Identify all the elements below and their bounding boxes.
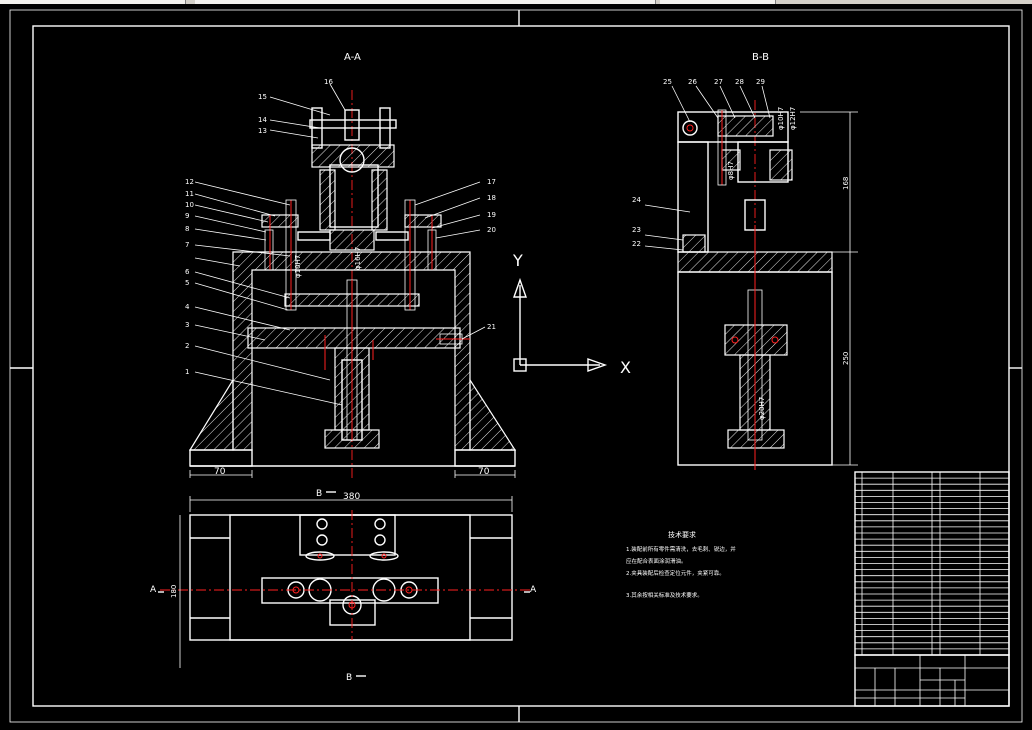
svg-text:φ12H7: φ12H7 [789,107,797,130]
section-mark-a-right: A [530,585,537,595]
dim-bb-lower: 250 [842,352,850,365]
part-label: 1 [185,368,189,376]
section-mark-a-left: A [150,585,157,595]
plan-view: 380 180 B B A A [150,489,537,683]
svg-text:φ10H7: φ10H7 [777,107,785,130]
part-label: 24 [632,196,641,204]
dim-base-left: 70 [214,467,226,477]
part-label: 27 [714,78,723,86]
section-bb-view: B-B φ8H7 φ20H7 φ10H7 φ12H7 [632,52,858,470]
part-label: 23 [632,226,641,234]
svg-text:φ16H7: φ16H7 [354,247,362,270]
tech-req-line: 1.装配前所有零件需清洗，去毛刺、锐边，并 [626,545,736,553]
dim-bb-upper: 168 [842,177,850,190]
tech-req-line: 3.其余按相关标准及技术要求。 [626,591,703,599]
part-leaders-left [194,83,346,406]
part-label: 22 [632,240,641,248]
part-label: 2 [185,342,189,350]
toolbar-tab[interactable] [195,0,656,4]
section-aa-view: A-A [185,52,517,480]
section-mark-b-top: B [316,489,322,499]
part-label: 11 [185,190,194,198]
part-label: 4 [185,303,190,311]
part-label: 12 [185,178,194,186]
part-label: 7 [185,241,189,249]
dim-base-right: 70 [478,467,490,477]
section-aa-label: A-A [344,52,361,63]
toolbar-tab[interactable] [0,0,186,4]
part-label: 10 [185,201,194,209]
svg-text:φ8H7: φ8H7 [727,161,735,180]
part-label: 15 [258,93,267,101]
part-label: 9 [185,212,189,220]
svg-text:φ20H7: φ20H7 [758,397,766,420]
axis-x-label: X [620,358,631,377]
axis-y-label: Y [512,251,523,270]
part-label: 6 [185,268,190,276]
part-label: 14 [258,116,267,124]
part-leaders-right [414,181,486,340]
parts-list-table [854,471,1010,656]
section-mark-b-bottom: B [346,673,352,683]
technical-requirements: 技术要求 1.装配前所有零件需清洗，去毛刺、锐边，并 应在配合表面涂润滑油。 2… [626,530,736,599]
tech-req-title: 技术要求 [668,530,696,539]
part-label: 8 [185,225,189,233]
inner-frame [32,25,1010,707]
tech-req-line: 应在配合表面涂润滑油。 [626,557,687,565]
tech-req-line: 2.夹具装配后检查定位元件，夹紧可靠。 [626,569,725,577]
part-label: 16 [324,78,333,86]
title-block [854,654,1010,707]
part-label: 26 [688,78,697,86]
part-label: 21 [487,323,496,331]
ucs-axis-icon: Y X [512,251,631,377]
dim-plan-height: 180 [170,585,178,598]
section-bb-label: B-B [752,52,769,63]
outer-frame [9,9,1023,723]
part-label: 25 [663,78,672,86]
part-label: 19 [487,211,496,219]
part-label: 20 [487,226,496,234]
part-label: 28 [735,78,744,86]
window-top-strip [0,0,1032,4]
part-label: 29 [756,78,765,86]
part-label: 17 [487,178,496,186]
svg-text:φ10H7: φ10H7 [294,255,302,278]
part-label: 5 [185,279,189,287]
part-label: 18 [487,194,496,202]
toolbar-tab[interactable] [660,0,776,4]
part-label: 13 [258,127,267,135]
part-label: 3 [185,321,189,329]
dim-top-width: 380 [343,492,360,502]
